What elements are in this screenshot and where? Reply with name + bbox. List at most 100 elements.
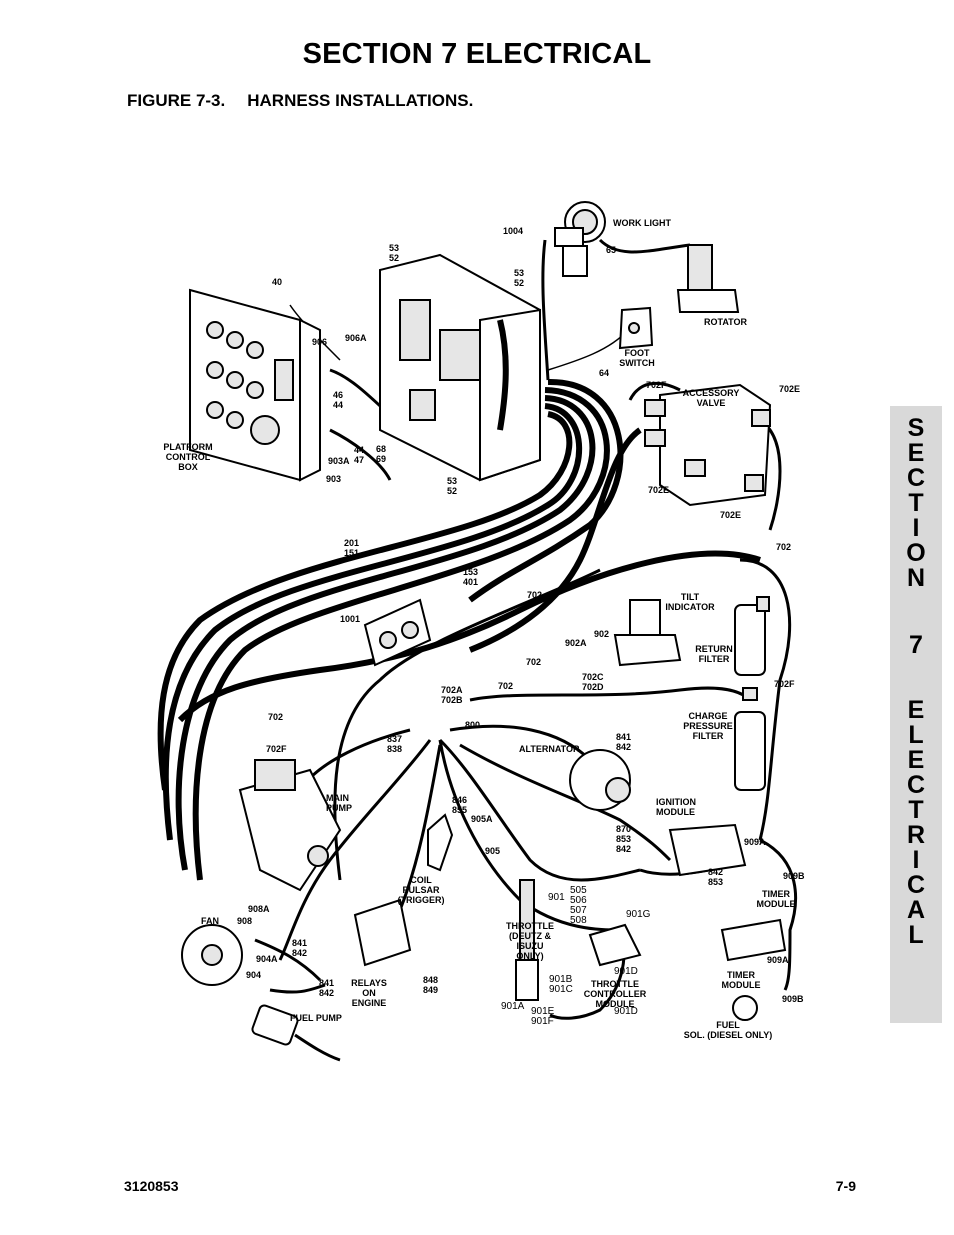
callout-w64: 64 (599, 368, 609, 378)
connector-box-1001 (363, 598, 432, 667)
callout-w901d-b: 901D (614, 1006, 638, 1017)
side-tab-letter: R (906, 821, 926, 849)
callout-line: 153 (463, 567, 478, 577)
callout-line: 53 (389, 243, 399, 253)
callout-line: 848 (423, 975, 438, 985)
callout-line: 901B (549, 974, 573, 985)
callout-line: PUMP (326, 803, 352, 813)
callout-line: MODULE (757, 899, 796, 909)
main-harness-bundle (157, 378, 797, 1020)
callout-line: 901C (549, 984, 573, 995)
side-tab-letter: O (906, 539, 926, 567)
charge-pressure-filter (734, 687, 766, 791)
callout-line: FUEL (716, 1020, 740, 1030)
callout-line: 846 (452, 795, 467, 805)
callout-line: PULSAR (402, 885, 440, 895)
section-title: SECTION 7 ELECTRICAL (302, 38, 652, 70)
callout-line: 69 (376, 454, 386, 464)
callout-w902: 902 (594, 629, 609, 639)
callout-line: FOOT (625, 348, 650, 358)
harness-wire (759, 838, 797, 991)
side-tab-letter: L (908, 921, 924, 949)
callout-line: 151 (344, 548, 359, 558)
callout-w909b-bottom: 909B (782, 994, 804, 1004)
callout-w909a-bottom: 909A (767, 955, 789, 965)
callout-line: 842 (708, 867, 723, 877)
callout-w903: 903 (326, 474, 341, 484)
callout-w702e-bottom: 702E (720, 510, 741, 520)
callout-w909b-top: 909B (783, 871, 805, 881)
figure-title: FIGURE 7-3.HARNESS INSTALLATIONS. (127, 91, 473, 111)
callout-line: FILTER (699, 654, 730, 664)
callout-line: IGNITION (656, 797, 696, 807)
callout-w901d-a: 901D (614, 966, 638, 977)
callout-w908a: 908A (248, 904, 270, 914)
callout-w905: 905 (485, 846, 500, 856)
tilt-indicator (613, 599, 682, 667)
harness-wire (468, 427, 642, 653)
callout-line: ON (362, 988, 376, 998)
side-tab-letter: C (906, 871, 926, 899)
callout-line: 53 (447, 476, 457, 486)
callout-line: 855 (452, 805, 467, 815)
callout-w1004: 1004 (503, 226, 523, 236)
figure-number: FIGURE 7-3. (127, 91, 226, 110)
callout-line: 841 (616, 732, 631, 742)
rotator (676, 244, 740, 313)
callout-w702-a: 702 (526, 657, 541, 667)
callout-line: 47 (354, 455, 364, 465)
callout-fan: FAN (201, 916, 219, 926)
callout-w702-mid: 702 (527, 590, 542, 600)
callout-line: RETURN (695, 644, 733, 654)
fan (181, 924, 243, 986)
callout-line: 52 (447, 486, 457, 496)
callout-line: TIMER (762, 889, 790, 899)
harness-wire (469, 686, 752, 702)
harness-wire (269, 983, 326, 994)
platform-control-box (189, 288, 321, 482)
callout-w1001: 1001 (340, 614, 360, 624)
harness-wire (192, 387, 610, 881)
side-tab-letter: L (908, 721, 924, 749)
harness-wire (278, 739, 432, 961)
callout-line: MODULE (722, 980, 761, 990)
callout-w905a: 905A (471, 814, 493, 824)
return-filter (734, 596, 770, 676)
callout-w702-right: 702 (776, 542, 791, 552)
work-light-wire (541, 239, 550, 381)
callout-w702f-pump: 702F (266, 744, 287, 754)
harness-wire (459, 743, 672, 862)
callout-rotator: ROTATOR (704, 317, 747, 327)
page-number: 7-9 (835, 1178, 856, 1194)
callout-line: 68 (376, 444, 386, 454)
callout-line: THROTTLE (591, 979, 639, 989)
callout-line: PRESSURE (683, 721, 733, 731)
callout-line: PLATFORM (163, 442, 212, 452)
harness-wire (177, 550, 761, 723)
harness-wire (254, 938, 322, 982)
callout-line: 838 (387, 744, 402, 754)
callout-line: THROTTLE (506, 921, 554, 931)
callout-line: CHARGE (688, 711, 727, 721)
callout-line: 841 (292, 938, 307, 948)
side-tab-letter: 7 (909, 631, 923, 659)
document-number: 3120853 (124, 1178, 179, 1194)
callout-w702e-right: 702E (779, 384, 800, 394)
callout-line: MODULE (656, 807, 695, 817)
harness-wire (398, 744, 442, 911)
